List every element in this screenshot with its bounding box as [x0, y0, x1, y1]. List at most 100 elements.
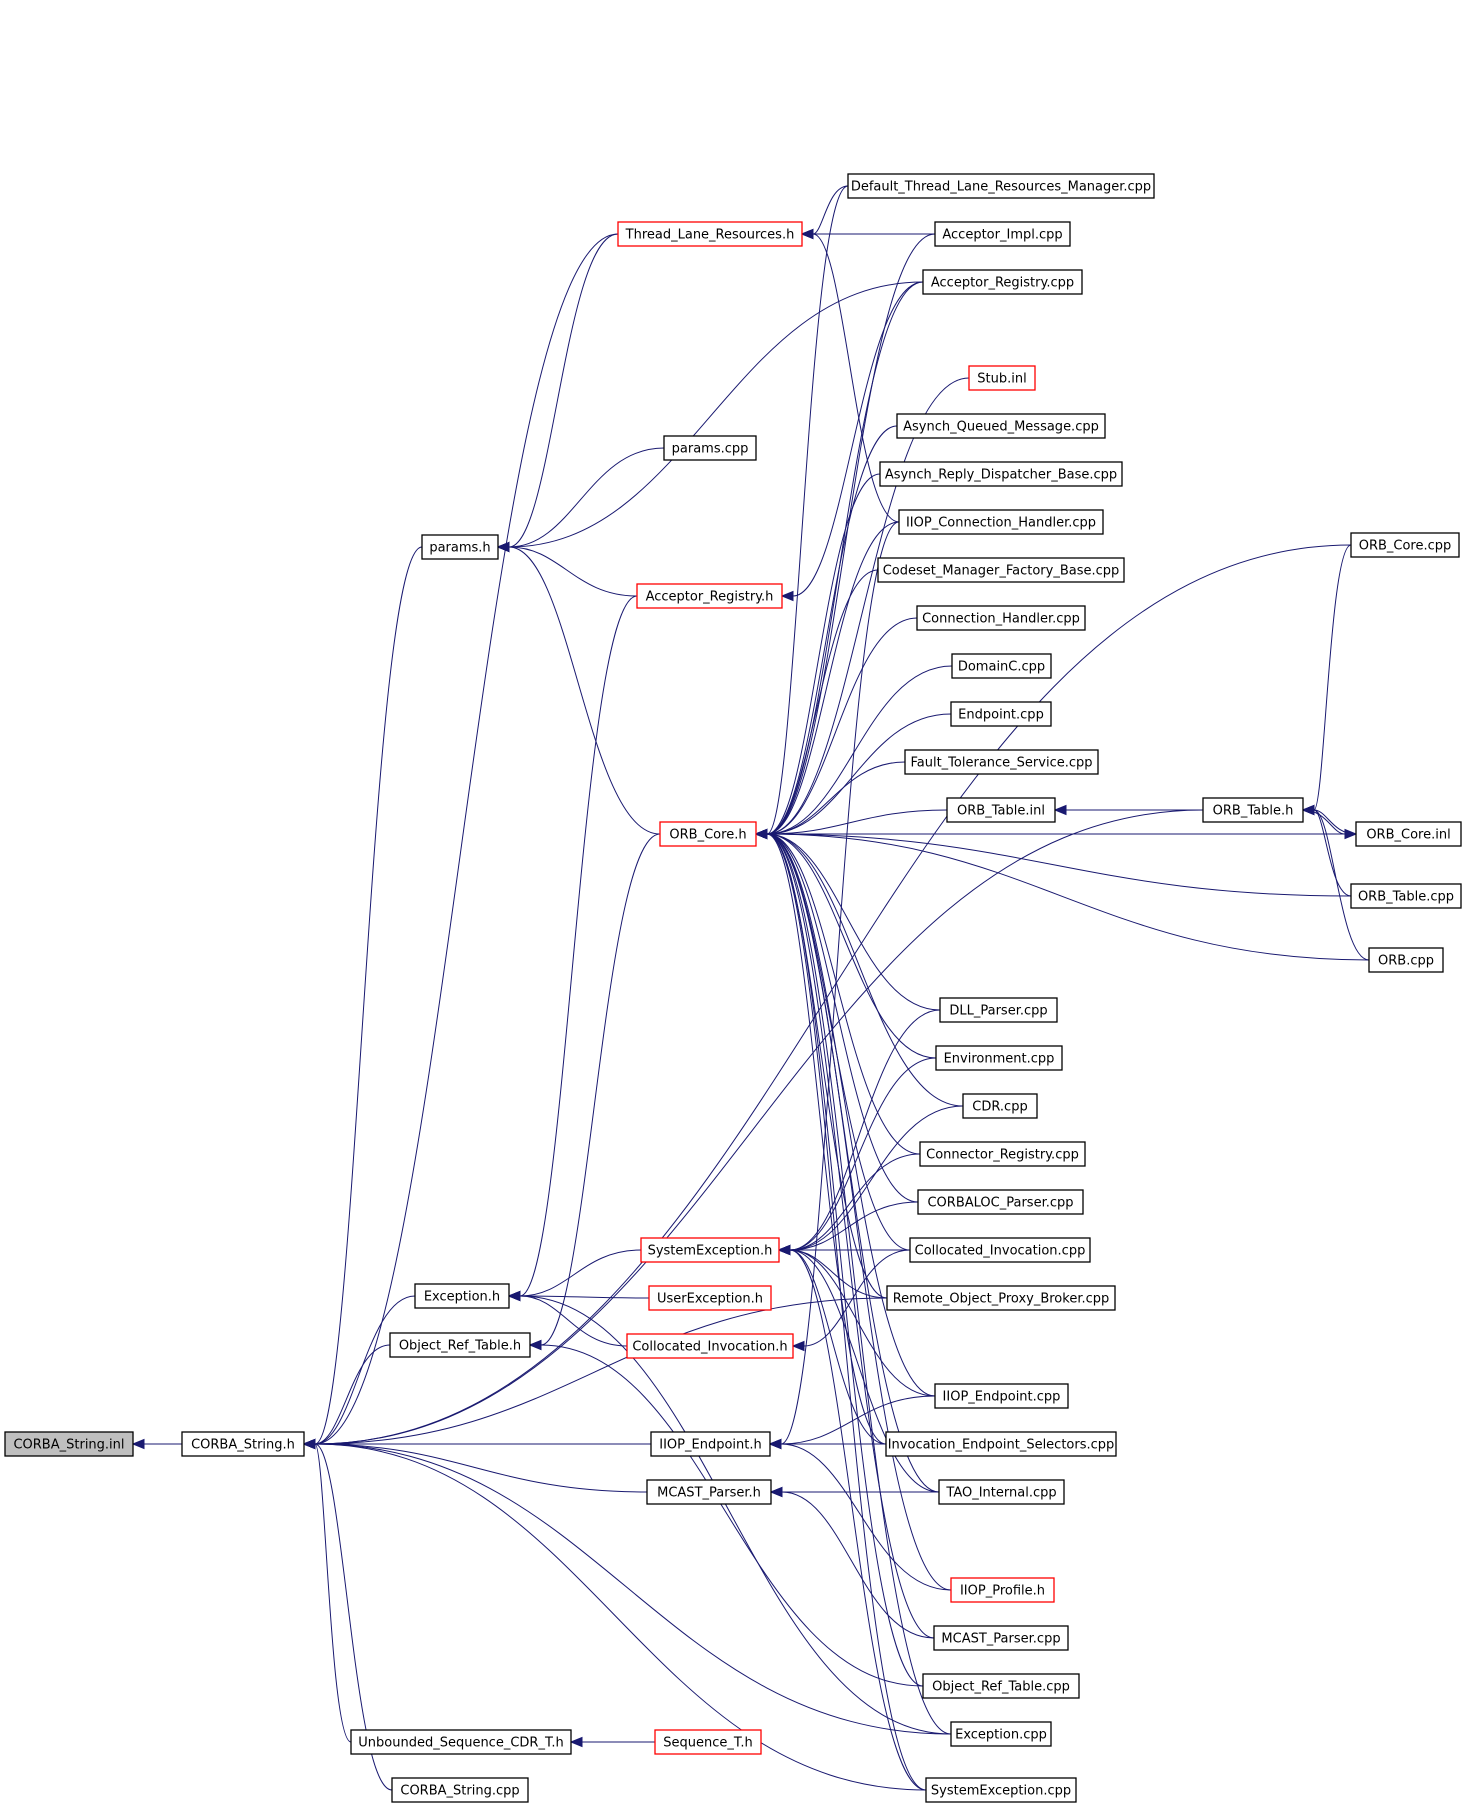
- node-corba-string-cpp[interactable]: CORBA_String.cpp: [391, 1777, 529, 1803]
- node-object-ref-table-h[interactable]: Object_Ref_Table.h: [389, 1332, 531, 1358]
- node-fault-tolerance-service-cpp[interactable]: Fault_Tolerance_Service.cpp: [904, 749, 1099, 775]
- node-params-cpp[interactable]: params.cpp: [663, 435, 757, 461]
- node-label: Acceptor_Impl.cpp: [942, 228, 1062, 243]
- node-sequence-t-h[interactable]: Sequence_T.h: [654, 1729, 762, 1755]
- edge-line: [789, 1249, 887, 1445]
- node-stub-inl[interactable]: Stub.inl: [968, 365, 1036, 391]
- node-systemexception-h[interactable]: SystemException.h: [640, 1237, 780, 1263]
- node-invocation-endpoint-selectors-cpp[interactable]: Invocation_Endpoint_Selectors.cpp: [885, 1431, 1117, 1457]
- edge-orb_core_cpp-to-corba_string_h: [302, 544, 1352, 1450]
- node-collocated-invocation-h[interactable]: Collocated_Invocation.h: [626, 1333, 794, 1359]
- edge-sequence_t_h-to-unbounded_sequence_cdr_t_h: [569, 1736, 656, 1748]
- edge-line: [519, 1295, 952, 1735]
- node-orb-core-inl[interactable]: ORB_Core.inl: [1355, 821, 1462, 847]
- node-acceptor-registry-cpp[interactable]: Acceptor_Registry.cpp: [922, 269, 1083, 295]
- node-label: DomainC.cpp: [958, 660, 1045, 675]
- node-thread-lane-resources-h[interactable]: Thread_Lane_Resources.h: [617, 221, 803, 247]
- node-box: [659, 821, 757, 847]
- node-default-thread-lane-resources-manager-cpp[interactable]: Default_Thread_Lane_Resources_Manager.cp…: [847, 173, 1155, 199]
- node-acceptor-impl-cpp[interactable]: Acceptor_Impl.cpp: [934, 221, 1071, 247]
- edge-line: [766, 833, 936, 1397]
- edge-default_thread_lane_resources_manager_cpp-to-orb_core_h: [754, 185, 849, 840]
- edge-line: [766, 713, 952, 835]
- node-asynch-reply-dispatcher-base-cpp[interactable]: Asynch_Reply_Dispatcher_Base.cpp: [879, 461, 1123, 487]
- node-orb-cpp[interactable]: ORB.cpp: [1368, 947, 1444, 973]
- edge-line: [766, 833, 964, 1107]
- edge-orb_core_h-to-object_ref_table_h: [528, 833, 661, 1351]
- node-mcast-parser-cpp[interactable]: MCAST_Parser.cpp: [933, 1625, 1069, 1651]
- arrowhead: [777, 1244, 791, 1256]
- node-box: [904, 749, 1099, 775]
- node-systemexception-cpp[interactable]: SystemException.cpp: [925, 1777, 1077, 1803]
- node-object-ref-table-cpp[interactable]: Object_Ref_Table.cpp: [922, 1673, 1080, 1699]
- node-iiop-profile-h[interactable]: IIOP_Profile.h: [950, 1577, 1055, 1603]
- node-iiop-endpoint-h[interactable]: IIOP_Endpoint.h: [650, 1431, 771, 1457]
- node-endpoint-cpp[interactable]: Endpoint.cpp: [950, 701, 1052, 727]
- node-acceptor-registry-h[interactable]: Acceptor_Registry.h: [636, 583, 783, 609]
- edge-line: [508, 281, 924, 548]
- node-environment-cpp[interactable]: Environment.cpp: [935, 1045, 1063, 1071]
- arrowhead: [1053, 804, 1067, 816]
- node-connection-handler-cpp[interactable]: Connection_Handler.cpp: [916, 605, 1086, 631]
- node-orb-core-cpp[interactable]: ORB_Core.cpp: [1350, 532, 1460, 558]
- node-connector-registry-cpp[interactable]: Connector_Registry.cpp: [919, 1141, 1086, 1167]
- node-collocated-invocation-cpp[interactable]: Collocated_Invocation.cpp: [909, 1237, 1091, 1263]
- edge-line: [780, 521, 900, 1445]
- node-label: Connector_Registry.cpp: [926, 1148, 1079, 1163]
- node-corbaloc-parser-cpp[interactable]: CORBALOC_Parser.cpp: [917, 1189, 1084, 1215]
- node-label: Remote_Object_Proxy_Broker.cpp: [893, 1292, 1110, 1307]
- node-corba-string-inl[interactable]: CORBA_String.inl: [4, 1431, 134, 1457]
- node-box: [421, 534, 499, 560]
- node-label: DLL_Parser.cpp: [949, 1004, 1047, 1019]
- edge-orb_core_h-to-params_h: [496, 541, 661, 835]
- node-remote-object-proxy-broker-cpp[interactable]: Remote_Object_Proxy_Broker.cpp: [886, 1285, 1116, 1311]
- node-label: ORB_Core.inl: [1366, 828, 1450, 843]
- node-box: [939, 997, 1058, 1023]
- node-dll-parser-cpp[interactable]: DLL_Parser.cpp: [939, 997, 1058, 1023]
- node-box: [879, 461, 1123, 487]
- node-orb-core-h[interactable]: ORB_Core.h: [659, 821, 757, 847]
- node-iiop-endpoint-cpp[interactable]: IIOP_Endpoint.cpp: [934, 1383, 1069, 1409]
- node-asynch-queued-message-cpp[interactable]: Asynch_Queued_Message.cpp: [896, 413, 1106, 439]
- edge-orb_table_cpp-to-orb_table_h: [1301, 804, 1352, 897]
- node-label: Environment.cpp: [944, 1052, 1055, 1067]
- edge-line: [519, 1295, 628, 1347]
- node-exception-cpp[interactable]: Exception.cpp: [950, 1721, 1052, 1747]
- node-orb-table-h[interactable]: ORB_Table.h: [1202, 797, 1304, 823]
- node-label: Thread_Lane_Resources.h: [625, 228, 795, 243]
- edge-orb_table_h-to-orb_core_inl: [1302, 809, 1358, 840]
- edge-line: [780, 1443, 952, 1591]
- edge-line: [314, 1443, 352, 1743]
- node-box: [650, 1431, 771, 1457]
- node-mcast-parser-h[interactable]: MCAST_Parser.h: [646, 1479, 772, 1505]
- node-label: params.h: [429, 541, 490, 556]
- edge-line: [766, 425, 898, 835]
- node-corba-string-h[interactable]: CORBA_String.h: [181, 1431, 305, 1457]
- node-unbounded-sequence-cdr-t-h[interactable]: Unbounded_Sequence_CDR_T.h: [350, 1729, 572, 1755]
- node-exception-h[interactable]: Exception.h: [414, 1283, 510, 1309]
- edge-asynch_queued_message_cpp-to-orb_core_h: [754, 425, 898, 840]
- node-box: [968, 365, 1036, 391]
- node-box: [962, 1093, 1038, 1119]
- node-box: [909, 1237, 1091, 1263]
- node-params-h[interactable]: params.h: [421, 534, 499, 560]
- node-cdr-cpp[interactable]: CDR.cpp: [962, 1093, 1038, 1119]
- node-box: [946, 797, 1056, 823]
- edge-remote_object_proxy_broker_cpp-to-orb_core_h: [754, 828, 888, 1299]
- edge-line: [766, 833, 927, 1791]
- node-domainc-cpp[interactable]: DomainC.cpp: [951, 653, 1052, 679]
- node-label: MCAST_Parser.h: [657, 1486, 761, 1501]
- node-codeset-manager-factory-base-cpp[interactable]: Codeset_Manager_Factory_Base.cpp: [877, 557, 1125, 583]
- node-userexception-h[interactable]: UserException.h: [648, 1285, 772, 1311]
- edge-line: [766, 761, 906, 835]
- node-orb-table-cpp[interactable]: ORB_Table.cpp: [1350, 883, 1462, 909]
- node-label: MCAST_Parser.cpp: [941, 1632, 1060, 1647]
- edge-line: [314, 1295, 416, 1445]
- node-orb-table-inl[interactable]: ORB_Table.inl: [946, 797, 1056, 823]
- edge-connection_handler_cpp-to-orb_core_h: [754, 617, 918, 840]
- node-label: Acceptor_Registry.cpp: [931, 276, 1074, 291]
- node-box: [646, 1479, 772, 1505]
- node-iiop-connection-handler-cpp[interactable]: IIOP_Connection_Handler.cpp: [898, 509, 1104, 535]
- edge-line: [766, 665, 953, 835]
- node-tao-internal-cpp[interactable]: TAO_Internal.cpp: [938, 1479, 1065, 1505]
